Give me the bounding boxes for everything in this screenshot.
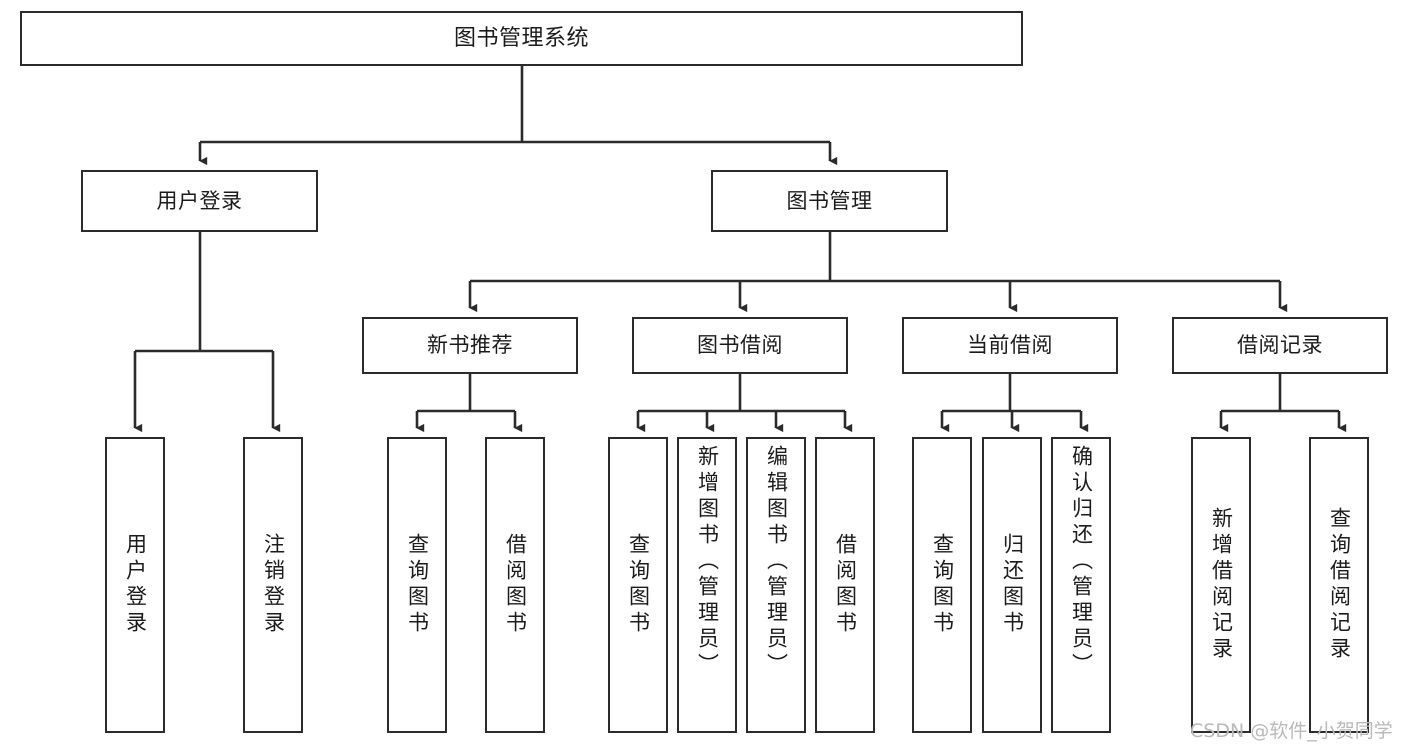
node-label: 编辑图书（管理员） — [764, 445, 789, 679]
node-label: 归还图书 — [1000, 533, 1025, 637]
node-new-book-recommend[interactable]: 新书推荐 — [362, 317, 578, 374]
node-label: 新书推荐 — [427, 333, 513, 358]
node-leaf-query-book-borrow[interactable]: 查询图书 — [608, 437, 668, 733]
node-root[interactable]: 图书管理系统 — [20, 11, 1023, 66]
node-label: 图书借阅 — [697, 333, 783, 358]
node-label: 注销登录 — [261, 533, 286, 637]
node-label: 当前借阅 — [967, 333, 1053, 358]
node-label: 借阅图书 — [503, 533, 528, 637]
node-leaf-query-record[interactable]: 查询借阅记录 — [1309, 437, 1369, 733]
node-label: 借阅记录 — [1237, 333, 1323, 358]
node-leaf-borrow-book-rec[interactable]: 借阅图书 — [485, 437, 545, 733]
node-borrow-record[interactable]: 借阅记录 — [1172, 317, 1388, 374]
node-label: 查询图书 — [930, 533, 955, 637]
node-book-borrow[interactable]: 图书借阅 — [632, 317, 848, 374]
node-current-borrow[interactable]: 当前借阅 — [902, 317, 1118, 374]
node-leaf-borrow-book[interactable]: 借阅图书 — [815, 437, 875, 733]
node-leaf-confirm-return[interactable]: 确认归还（管理员） — [1051, 437, 1111, 733]
node-leaf-logout[interactable]: 注销登录 — [243, 437, 303, 733]
node-leaf-add-book[interactable]: 新增图书（管理员） — [677, 437, 737, 733]
node-leaf-add-record[interactable]: 新增借阅记录 — [1191, 437, 1251, 733]
node-user-login[interactable]: 用户登录 — [81, 170, 318, 232]
node-label: 用户登录 — [156, 188, 243, 213]
node-leaf-query-book-rec[interactable]: 查询图书 — [387, 437, 447, 733]
node-label: 新增图书（管理员） — [695, 445, 720, 679]
node-label: 确认归还（管理员） — [1069, 445, 1094, 679]
node-label: 用户登录 — [123, 533, 148, 637]
node-label: 借阅图书 — [833, 533, 858, 637]
node-label: 查询借阅记录 — [1327, 507, 1352, 663]
node-label: 查询图书 — [626, 533, 651, 637]
node-label: 图书管理系统 — [453, 25, 589, 51]
csdn-watermark: CSDN @软件_小贺同学 — [1190, 720, 1393, 742]
node-label: 新增借阅记录 — [1209, 507, 1234, 663]
node-leaf-query-book-cur[interactable]: 查询图书 — [912, 437, 972, 733]
node-book-manage[interactable]: 图书管理 — [711, 170, 948, 232]
node-leaf-edit-book[interactable]: 编辑图书（管理员） — [746, 437, 806, 733]
node-leaf-return-book[interactable]: 归还图书 — [982, 437, 1042, 733]
node-leaf-user-login[interactable]: 用户登录 — [105, 437, 165, 733]
node-label: 图书管理 — [786, 188, 873, 213]
node-label: 查询图书 — [405, 533, 430, 637]
